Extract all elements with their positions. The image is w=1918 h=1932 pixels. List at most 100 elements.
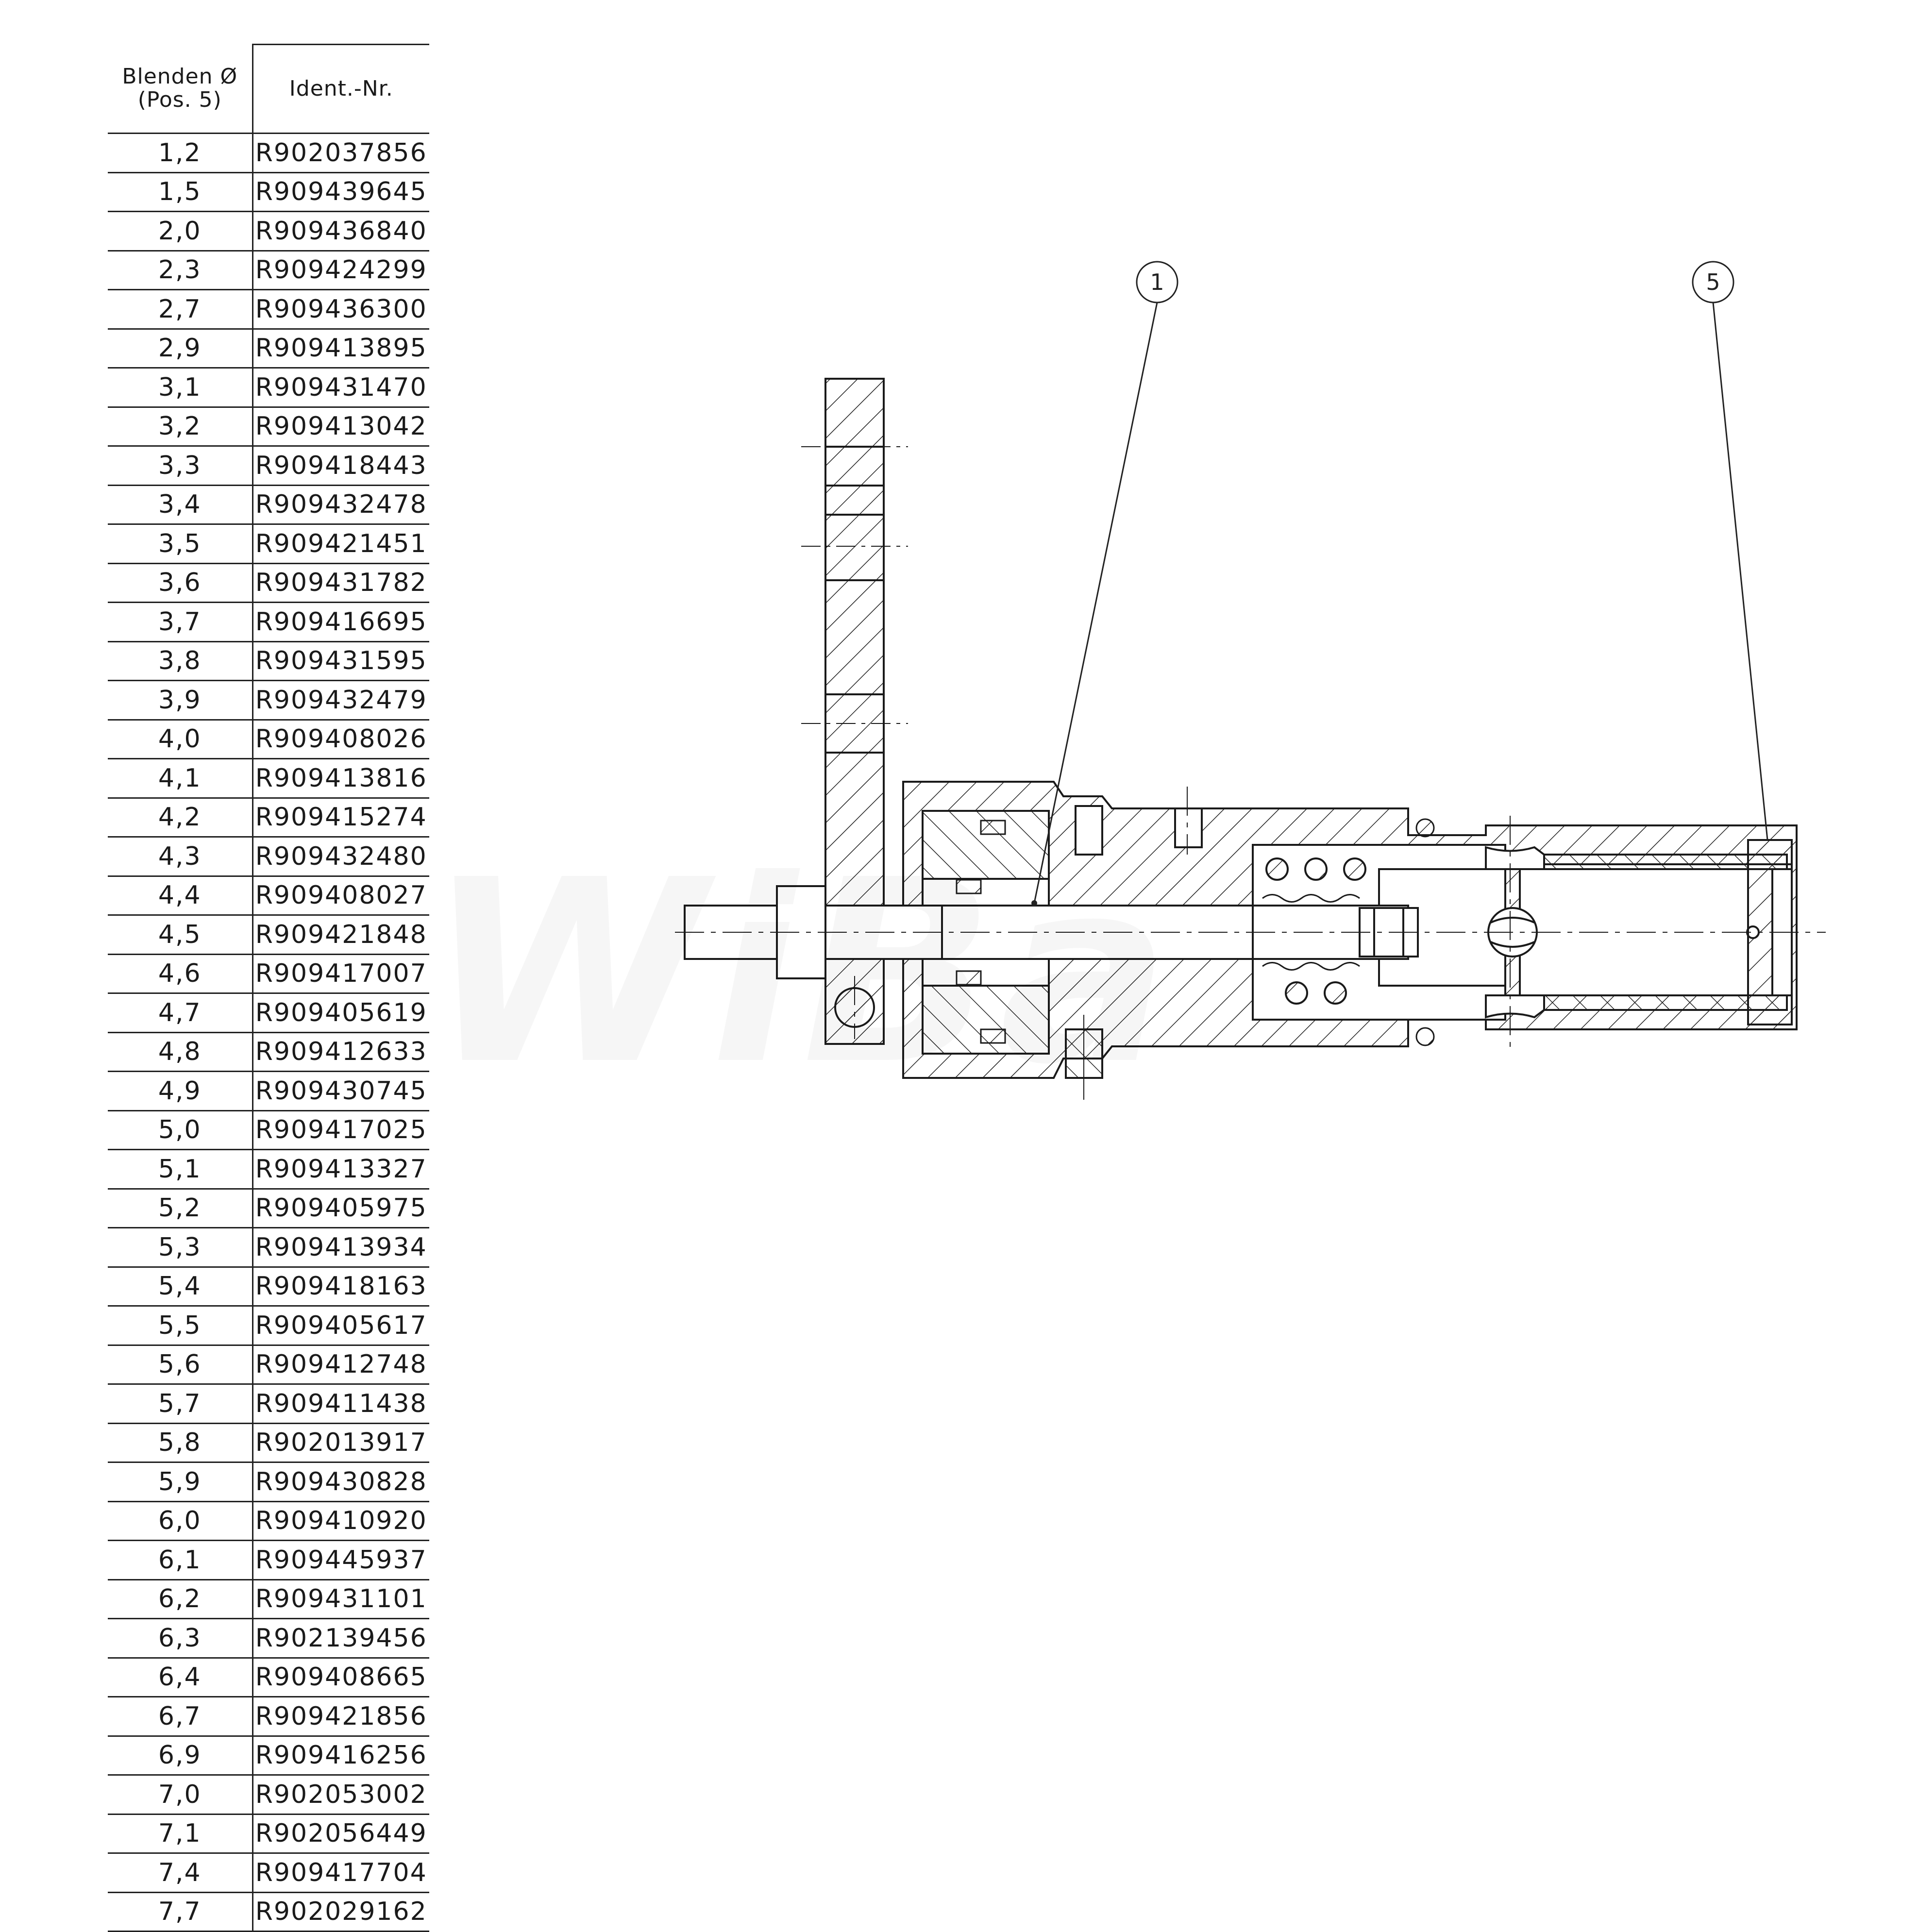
cell-diameter: 4,7	[108, 993, 253, 1033]
cell-ident: R909417007	[252, 954, 429, 994]
cell-diameter: 6,9	[108, 1736, 253, 1776]
cell-ident: R909408026	[252, 720, 429, 759]
set-screw-bottom	[1065, 1015, 1103, 1100]
cell-diameter: 6,4	[108, 1658, 253, 1697]
cell-ident: R909416256	[252, 1736, 429, 1776]
cell-diameter: 7,0	[108, 1775, 253, 1815]
cell-diameter: 4,6	[108, 954, 253, 994]
cell-diameter: 4,9	[108, 1071, 253, 1111]
cell-ident: R909410920	[252, 1501, 429, 1541]
cell-diameter: 2,3	[108, 251, 253, 290]
cell-diameter: 2,9	[108, 329, 253, 369]
cell-diameter: 3,3	[108, 446, 253, 486]
cell-diameter: 5,4	[108, 1267, 253, 1307]
cell-diameter: 5,7	[108, 1384, 253, 1424]
cell-diameter: 3,9	[108, 680, 253, 721]
cell-diameter: 4,5	[108, 915, 253, 955]
cell-diameter: 2,7	[108, 289, 253, 330]
cell-ident: R902029162	[252, 1892, 429, 1932]
cell-diameter: 5,3	[108, 1227, 253, 1268]
cell-diameter: 2,0	[108, 211, 253, 252]
cell-diameter: 3,8	[108, 641, 253, 681]
cell-ident: R909424299	[252, 251, 429, 290]
cell-diameter: 6,1	[108, 1540, 253, 1580]
table-header-row: Blenden Ø (Pos. 5) Ident.-Nr.	[108, 44, 429, 134]
cell-diameter: 5,8	[108, 1423, 253, 1463]
cell-diameter: 5,9	[108, 1462, 253, 1502]
cell-diameter: 6,0	[108, 1501, 253, 1541]
cell-diameter: 5,2	[108, 1189, 253, 1228]
cell-ident: R909431470	[252, 368, 429, 408]
cell-ident: R909417704	[252, 1853, 429, 1893]
cell-ident: R909421856	[252, 1697, 429, 1737]
o-rings	[956, 818, 1435, 1046]
cell-ident: R909413042	[252, 407, 429, 447]
cell-diameter: 1,2	[108, 133, 253, 173]
cell-diameter: 4,8	[108, 1032, 253, 1072]
svg-text:5: 5	[1706, 269, 1720, 295]
spring-outer	[1265, 857, 1366, 1005]
cell-ident: R909421451	[252, 524, 429, 564]
cell-ident: R909418443	[252, 446, 429, 486]
set-screw-top	[1075, 805, 1203, 856]
cell-diameter: 4,3	[108, 837, 253, 877]
cell-ident: R909412748	[252, 1345, 429, 1385]
cell-ident: R909430828	[252, 1462, 429, 1502]
cell-ident: R909415274	[252, 798, 429, 838]
cell-diameter: 7,7	[108, 1892, 253, 1932]
cell-diameter: 7,1	[108, 1814, 253, 1854]
cell-diameter: 7,4	[108, 1853, 253, 1893]
cell-ident: R902056449	[252, 1814, 429, 1854]
cell-diameter: 1,5	[108, 172, 253, 212]
cell-ident: R909408027	[252, 876, 429, 916]
cell-ident: R909411438	[252, 1384, 429, 1424]
cell-ident: R909432478	[252, 485, 429, 525]
cell-diameter: 3,2	[108, 407, 253, 447]
cell-ident: R909416695	[252, 602, 429, 642]
cell-ident: R909432480	[252, 837, 429, 877]
cell-diameter: 4,2	[108, 798, 253, 838]
cell-diameter: 4,0	[108, 720, 253, 759]
cell-ident: R909405975	[252, 1189, 429, 1228]
cell-diameter: 4,1	[108, 758, 253, 799]
cell-ident: R909408665	[252, 1658, 429, 1697]
cell-ident: R909405619	[252, 993, 429, 1033]
svg-text:1: 1	[1150, 269, 1164, 295]
cell-diameter: 5,1	[108, 1149, 253, 1190]
cell-diameter: 3,4	[108, 485, 253, 525]
